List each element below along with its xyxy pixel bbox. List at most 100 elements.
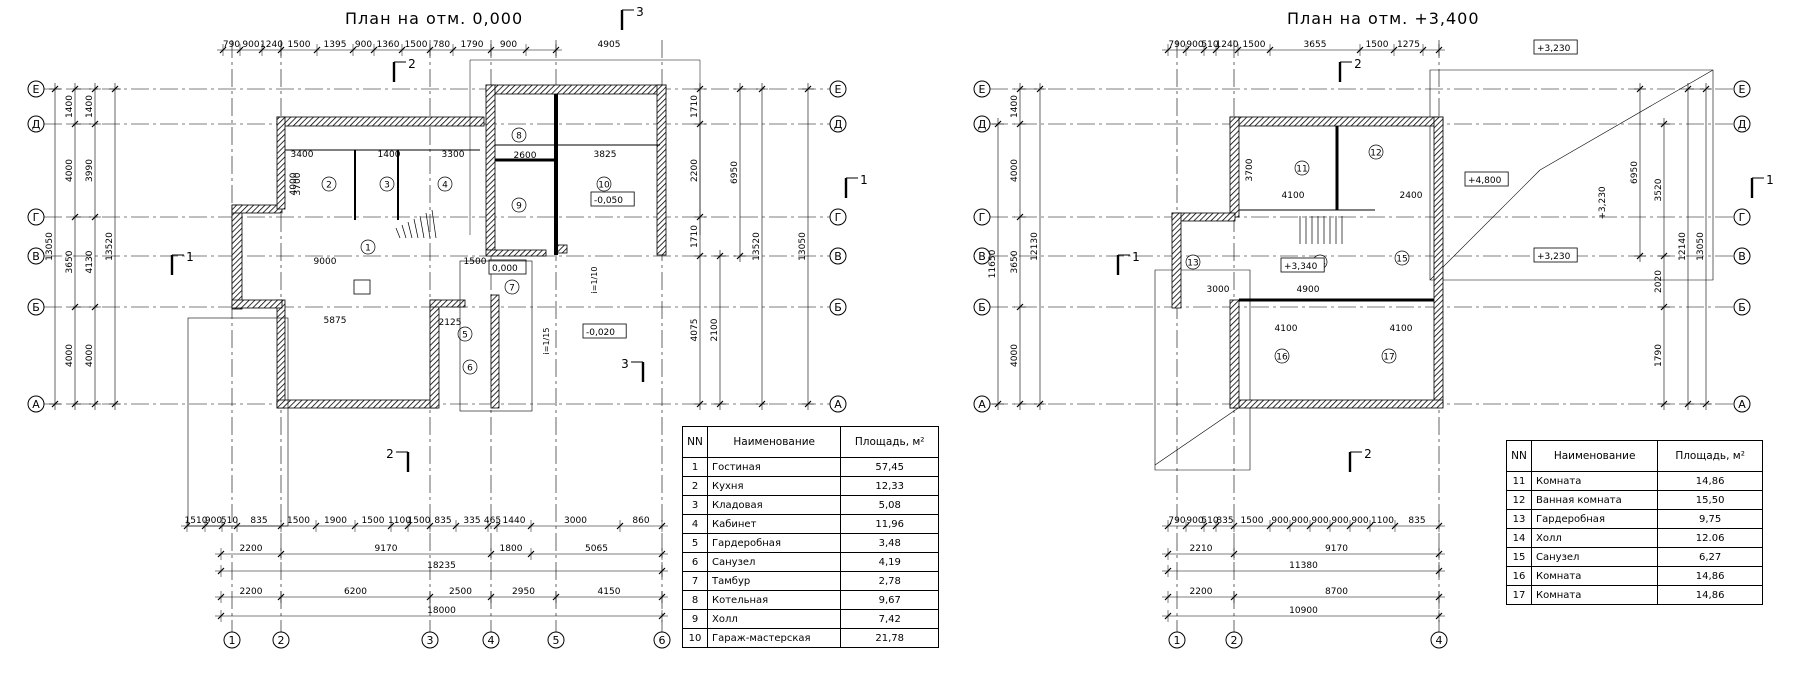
dim-label: 1500 xyxy=(287,516,310,526)
dim-label: 790 xyxy=(1168,40,1185,50)
stair-step xyxy=(419,215,425,239)
section-number: 1 xyxy=(1132,250,1140,264)
wall xyxy=(231,204,243,310)
dim-label: 2210 xyxy=(1190,544,1213,554)
dim-label: 1500 xyxy=(1243,40,1266,50)
dim-label: 9170 xyxy=(1325,544,1348,554)
dim-label: 900 xyxy=(500,40,517,50)
room-number: 15 xyxy=(1506,547,1532,567)
dim-label: 11650 xyxy=(988,249,998,278)
room-name: Санузел xyxy=(706,552,842,572)
room-name: Холл xyxy=(1530,528,1659,548)
dim-label: 11380 xyxy=(1289,561,1318,571)
room-number: 2 xyxy=(326,181,332,191)
room-marker xyxy=(1274,348,1290,364)
section-number: 3 xyxy=(636,5,644,19)
axis-label: 2 xyxy=(1231,634,1238,647)
axis-bubble-row xyxy=(1733,298,1751,316)
room-number: 13 xyxy=(1187,259,1198,269)
dim-label: 4000 xyxy=(1010,344,1020,367)
axis-bubble-row xyxy=(1733,208,1751,226)
dim-label: 4000 xyxy=(85,344,95,367)
axis-label: В xyxy=(978,250,986,263)
dim-label: 1500 xyxy=(1241,516,1264,526)
dim-label: 9000 xyxy=(314,257,337,267)
dim-label: 4000 xyxy=(1010,159,1020,182)
dim-label: 12140 xyxy=(1678,232,1688,261)
room-name: Комната xyxy=(1530,566,1659,586)
axis-label: Д xyxy=(32,118,41,131)
level-label: +3,230 xyxy=(1537,252,1571,262)
room-area: 3,48 xyxy=(840,533,939,553)
dim-label: 1710 xyxy=(690,225,700,248)
dim-label: 5875 xyxy=(324,316,347,326)
dim-label: 3650 xyxy=(65,250,75,273)
axis-bubble-col xyxy=(223,631,241,649)
dim-label: 2400 xyxy=(1400,191,1423,201)
dim-label: 1100 xyxy=(1371,516,1394,526)
dim-label: 900 xyxy=(205,516,222,526)
dim-label: 4900 xyxy=(1297,285,1320,295)
axis-label: Б xyxy=(978,301,986,314)
col-nn: NN xyxy=(1506,440,1532,472)
roof-ridge xyxy=(1539,69,1714,171)
wall xyxy=(1433,116,1444,408)
room-number: 14 xyxy=(1506,528,1532,548)
stair-step xyxy=(395,227,401,239)
level-label: +3,230 xyxy=(1537,44,1571,54)
dim-label: 12130 xyxy=(1030,232,1040,261)
room-marker xyxy=(504,279,520,295)
dim-label: 3655 xyxy=(1304,40,1327,50)
dim-label: 1500 xyxy=(362,516,385,526)
axis-label: А xyxy=(1738,398,1746,411)
axis-bubble-row xyxy=(973,395,991,413)
room-number: 8 xyxy=(682,590,708,610)
dim-label: 13050 xyxy=(45,232,55,261)
dim-label: 835 xyxy=(434,516,451,526)
axis-label: В xyxy=(32,250,40,263)
dim-label: 860 xyxy=(632,516,649,526)
wall xyxy=(485,84,496,251)
axis-label: 5 xyxy=(553,634,560,647)
axis-bubble-row xyxy=(829,298,847,316)
wall xyxy=(485,249,547,257)
dim-label: 3990 xyxy=(85,159,95,182)
fixture xyxy=(353,279,371,295)
room-marker xyxy=(511,127,527,143)
dim-label: 3520 xyxy=(1654,178,1664,201)
axis-bubble-row xyxy=(1733,80,1751,98)
room-marker xyxy=(321,176,337,192)
room-number: 16 xyxy=(1506,566,1532,586)
roof-outline xyxy=(1429,69,1714,281)
dim-label: 5065 xyxy=(585,544,608,554)
dim-label: 1500 xyxy=(288,40,311,50)
level-box xyxy=(1464,171,1509,187)
level-box xyxy=(488,259,527,275)
room-name: Кухня xyxy=(706,476,842,496)
slope-label: i=1/10 xyxy=(590,267,599,294)
room-number: 12 xyxy=(1506,490,1532,510)
axis-bubble-row xyxy=(27,115,45,133)
axis-label: А xyxy=(834,398,842,411)
section-number: 2 xyxy=(1354,57,1362,71)
wall xyxy=(1229,116,1240,218)
axis-bubble-row xyxy=(1733,115,1751,133)
dim-label: 6200 xyxy=(344,587,367,597)
axis-bubble-col xyxy=(272,631,290,649)
dim-label: 3700 xyxy=(1245,158,1255,181)
axis-label: 6 xyxy=(659,634,666,647)
room-area: 57,45 xyxy=(840,457,939,477)
dim-label: 1510 xyxy=(185,516,208,526)
section-number: 2 xyxy=(386,447,394,461)
dim-label: 2200 xyxy=(1190,587,1213,597)
room-marker xyxy=(1368,144,1384,160)
dim-label: 4000 xyxy=(289,172,299,195)
axis-label: Б xyxy=(32,301,40,314)
section-number: 1 xyxy=(1766,173,1774,187)
room-number: 12 xyxy=(1370,149,1381,159)
dim-label: 1500 xyxy=(408,516,431,526)
axis-bubble-col xyxy=(653,631,671,649)
